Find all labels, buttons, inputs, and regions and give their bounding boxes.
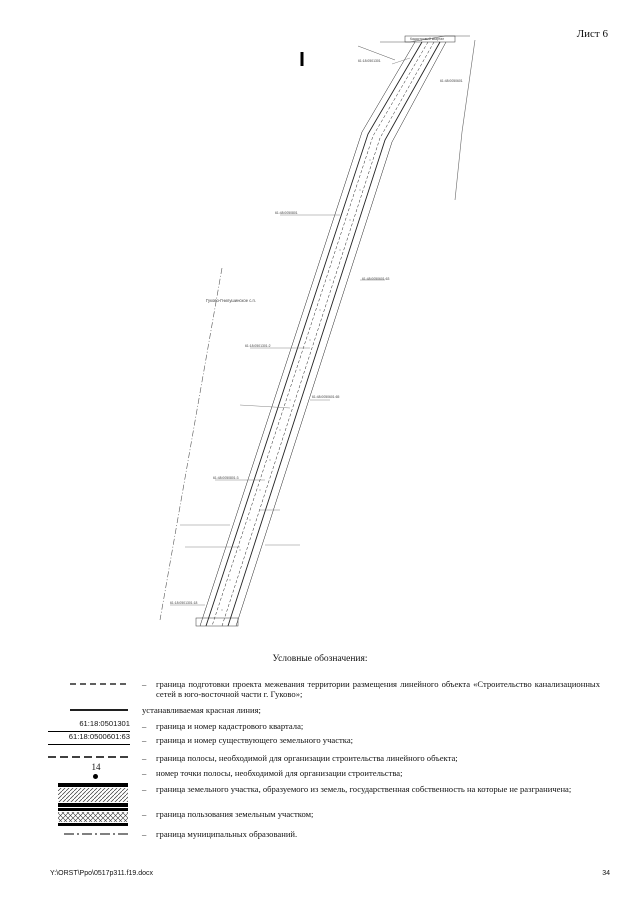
map-boundary-left-top — [357, 45, 396, 61]
map-label-quarter-title: Кадастровый квартал — [410, 37, 444, 41]
quarter-boundary-right — [454, 39, 476, 201]
symbol-project-boundary — [70, 683, 128, 685]
map-label-plot-2: 61:18:0501301:2 — [245, 344, 271, 348]
map-label-quarter-2: 61:48:0050601 — [440, 79, 463, 83]
legend-item-plot-boundary: граница и номер существующего земельного… — [156, 735, 354, 745]
legend-item-strip-point: номер точки полосы, необходимой для орга… — [156, 768, 403, 778]
map-label-plot-3: 61:48:0050601:65 — [312, 395, 339, 399]
municipal-boundary-line — [159, 267, 223, 621]
legend-item-formed-plot: граница земельного участка, образуемого … — [156, 784, 572, 794]
symbol-land-use — [58, 808, 128, 826]
legend-item-quarter-boundary: граница и номер кадастрового квартала; — [156, 721, 304, 731]
symbol-plot-number: 61:18:0500601:63 — [48, 732, 130, 745]
legend-item-strip-boundary: граница полосы, необходимой для организа… — [156, 753, 458, 763]
bottom-plot-box — [195, 617, 239, 627]
strip-corridor — [199, 41, 447, 627]
legend-dash: – — [142, 735, 147, 745]
map-label-quarter-3: 61:48:0050801 — [275, 211, 298, 215]
symbol-formed-plot — [58, 783, 128, 807]
legend-dash: – — [142, 829, 147, 839]
legend-dash: – — [142, 809, 147, 819]
top-plot-box — [404, 35, 456, 43]
symbol-quarter-number: 61:18:0501301 — [48, 719, 130, 732]
legend-dash: – — [142, 721, 147, 731]
legend-item-land-use: граница пользования земельным участком; — [156, 809, 314, 819]
legend-item-red-line: устанавливаемая красная линия; — [142, 705, 261, 715]
symbol-strip-boundary — [48, 756, 128, 758]
legend-item-project-boundary: граница подготовки проекта межевания тер… — [156, 679, 600, 700]
legend-title: Условные обозначения: — [272, 654, 368, 664]
corridor-hatch — [221, 159, 371, 611]
legend-item-municipal-boundary: граница муниципальных образований. — [156, 829, 298, 839]
point-marker-icon — [93, 774, 98, 779]
page-number: 34 — [602, 870, 610, 877]
quarter-boundary-top — [380, 35, 470, 43]
map-label-quarter-1: 61:18:0501301 — [358, 59, 381, 63]
footer-file-path: Y:\ORST\Ppo\0517p311.f19.docx — [50, 870, 153, 877]
map-label-plot-5: 61:18:0501301:18 — [170, 601, 197, 605]
sheet-label: Лист 6 — [576, 28, 608, 40]
symbol-point-number: 14 — [91, 762, 101, 772]
legend-dash: – — [142, 753, 147, 763]
legend-dash: – — [142, 768, 147, 778]
map-label-plot-4: 61:48:0050801:3 — [213, 476, 239, 480]
legend-dash: – — [142, 784, 147, 794]
map-label-plot-1: 61:48:0050601:63 — [362, 277, 389, 281]
legend-dash: – — [142, 679, 147, 689]
symbol-municipal-boundary — [64, 833, 128, 835]
symbol-red-line — [70, 709, 128, 711]
map-label-municipality: Гуково-Гнилушинское с.п. — [206, 298, 256, 303]
cadastral-map: Гуково-Гнилушинское с.п. Кадастровый ква… — [159, 35, 476, 627]
